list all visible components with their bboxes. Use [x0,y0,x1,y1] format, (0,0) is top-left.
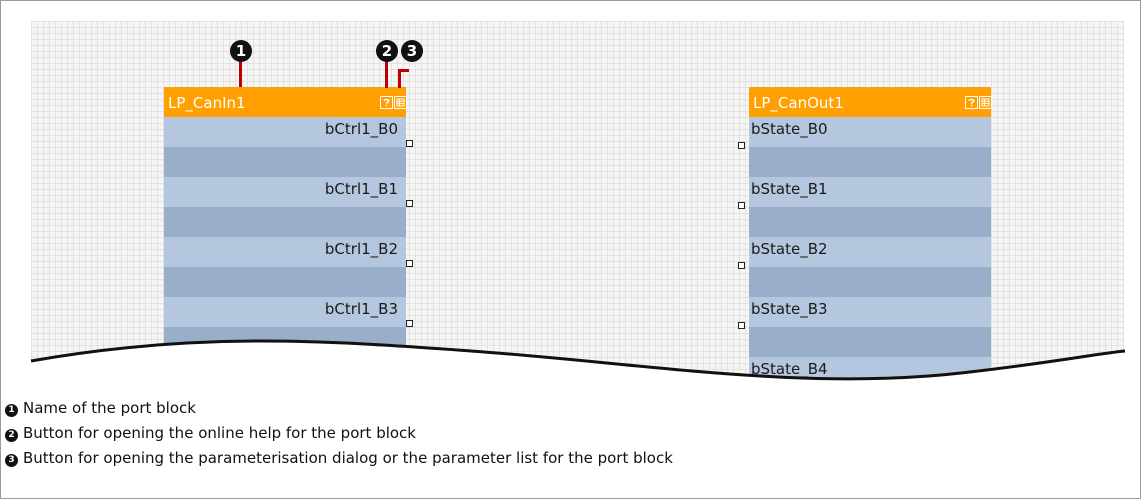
legend-item: 2 Button for opening the online help for … [5,424,416,442]
output-pin[interactable] [406,260,413,267]
port-block-header[interactable]: LP_CanOut1 [749,87,992,117]
legend-text: Button for opening the online help for t… [23,424,416,442]
port-label: bState_B2 [751,240,828,258]
port-label: bCtrl1_B0 [324,120,398,138]
port-row: bCtrl1_B0 [164,117,406,147]
output-pin[interactable] [406,320,413,327]
leader-line [385,61,388,88]
port-block-name[interactable]: LP_CanIn1 [168,94,246,112]
port-row: bCtrl1_B1 [164,177,406,207]
parameter-button[interactable] [394,96,407,109]
help-icon [968,98,975,107]
help-button[interactable] [380,96,393,109]
marker-3: 3 [401,40,423,62]
parameter-list-icon [981,98,990,107]
port-block-name[interactable]: LP_CanOut1 [753,94,844,112]
port-row-spacer [749,327,991,357]
input-pin[interactable] [738,322,745,329]
port-label: bCtrl1_B3 [324,300,398,318]
legend-text: Button for opening the parameterisation … [23,449,673,467]
port-row: bCtrl1_B2 [164,237,406,267]
port-row-spacer [164,207,406,237]
port-row-spacer [749,147,991,177]
leader-line [398,71,401,88]
port-label: bCtrl1_B1 [324,180,398,198]
marker-2: 2 [376,40,398,62]
input-pin[interactable] [738,262,745,269]
legend-item: 1 Name of the port block [5,399,196,417]
port-block-header[interactable]: LP_CanIn1 [164,87,407,117]
port-row-spacer [749,267,991,297]
leader-line [398,69,409,72]
legend-item: 3 Button for opening the parameterisation… [5,449,673,467]
parameter-button[interactable] [979,96,992,109]
port-row-spacer [164,147,406,177]
port-label: bState_B0 [751,120,828,138]
port-row: bState_B3 [749,297,991,327]
port-row-spacer [749,207,991,237]
input-pin[interactable] [738,202,745,209]
output-pin[interactable] [406,200,413,207]
port-row: bState_B2 [749,237,991,267]
port-label: bState_B4 [751,360,828,378]
port-label: bState_B3 [751,300,828,318]
legend-number: 3 [5,454,18,467]
port-label: bState_B1 [751,180,828,198]
leader-line [239,61,242,87]
help-icon [383,98,390,107]
port-label: bCtrl1_B2 [324,240,398,258]
port-row-spacer [164,267,406,297]
parameter-list-icon [396,98,405,107]
help-button[interactable] [965,96,978,109]
port-row: bCtrl1_B3 [164,297,406,327]
output-pin[interactable] [406,140,413,147]
marker-1: 1 [230,40,252,62]
input-pin[interactable] [738,142,745,149]
legend-text: Name of the port block [23,399,196,417]
port-row: bState_B0 [749,117,991,147]
legend-number: 1 [5,404,18,417]
legend-number: 2 [5,429,18,442]
port-row: bState_B1 [749,177,991,207]
